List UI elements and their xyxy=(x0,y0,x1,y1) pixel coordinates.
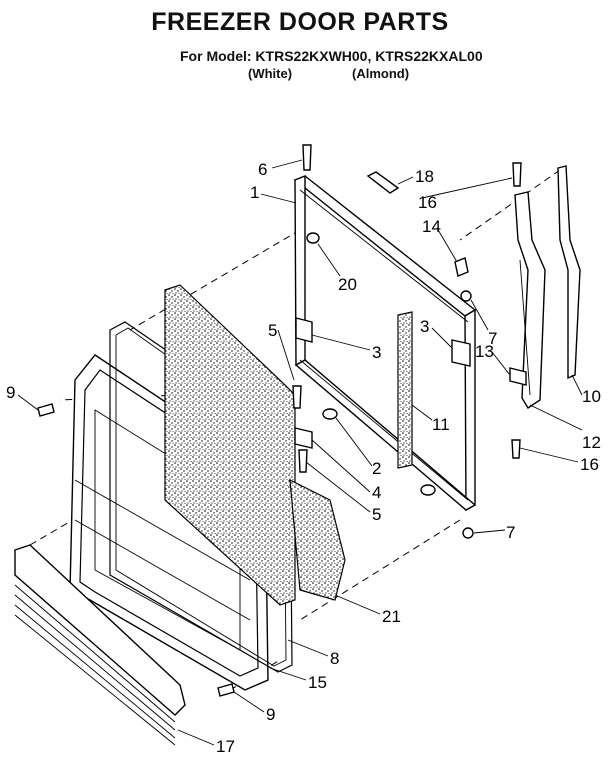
callout-12: 12 xyxy=(582,433,601,452)
callout-5-upper: 5 xyxy=(268,321,277,340)
callout-7-lower: 7 xyxy=(506,523,515,542)
callout-10: 10 xyxy=(582,387,601,406)
callout-16-lower: 16 xyxy=(580,455,599,474)
model-line: For Model: KTRS22KXWH00, KTRS22KXAL00 xyxy=(180,48,483,64)
callout-3-right: 3 xyxy=(420,317,429,336)
door-frame xyxy=(293,174,477,512)
strip-part-11 xyxy=(397,311,413,469)
diagram-title: FREEZER DOOR PARTS xyxy=(151,8,449,36)
callout-6: 6 xyxy=(258,160,267,179)
door-handle xyxy=(514,191,546,409)
callout-15: 15 xyxy=(308,673,327,692)
callout-1: 1 xyxy=(250,183,259,202)
callout-3-left: 3 xyxy=(372,343,381,362)
insulation-panel xyxy=(164,284,346,606)
callout-7-upper: 7 xyxy=(488,329,497,348)
callout-14: 14 xyxy=(422,217,441,236)
callout-21: 21 xyxy=(382,607,401,626)
variant-almond: (Almond) xyxy=(352,66,410,81)
bottom-trim xyxy=(14,544,186,746)
callout-13: 13 xyxy=(475,342,494,361)
leader-lines xyxy=(17,159,583,746)
callout-5-lower: 5 xyxy=(372,505,381,524)
callout-numbers: 6 18 1 16 14 20 7 5 3 3 13 11 9 10 12 2 … xyxy=(6,160,601,756)
callout-11: 11 xyxy=(432,415,450,434)
hardware-items xyxy=(37,144,527,697)
callout-9-bottom: 9 xyxy=(266,705,275,724)
callout-17: 17 xyxy=(216,737,235,756)
callout-18: 18 xyxy=(415,167,434,186)
callout-20: 20 xyxy=(338,275,357,294)
callout-4: 4 xyxy=(372,483,381,502)
callout-16-top: 16 xyxy=(418,193,437,212)
variant-white: (White) xyxy=(248,66,293,81)
handle-trim xyxy=(557,165,581,380)
callout-8: 8 xyxy=(330,649,339,668)
callout-2: 2 xyxy=(372,459,381,478)
callout-9-left: 9 xyxy=(6,383,15,402)
